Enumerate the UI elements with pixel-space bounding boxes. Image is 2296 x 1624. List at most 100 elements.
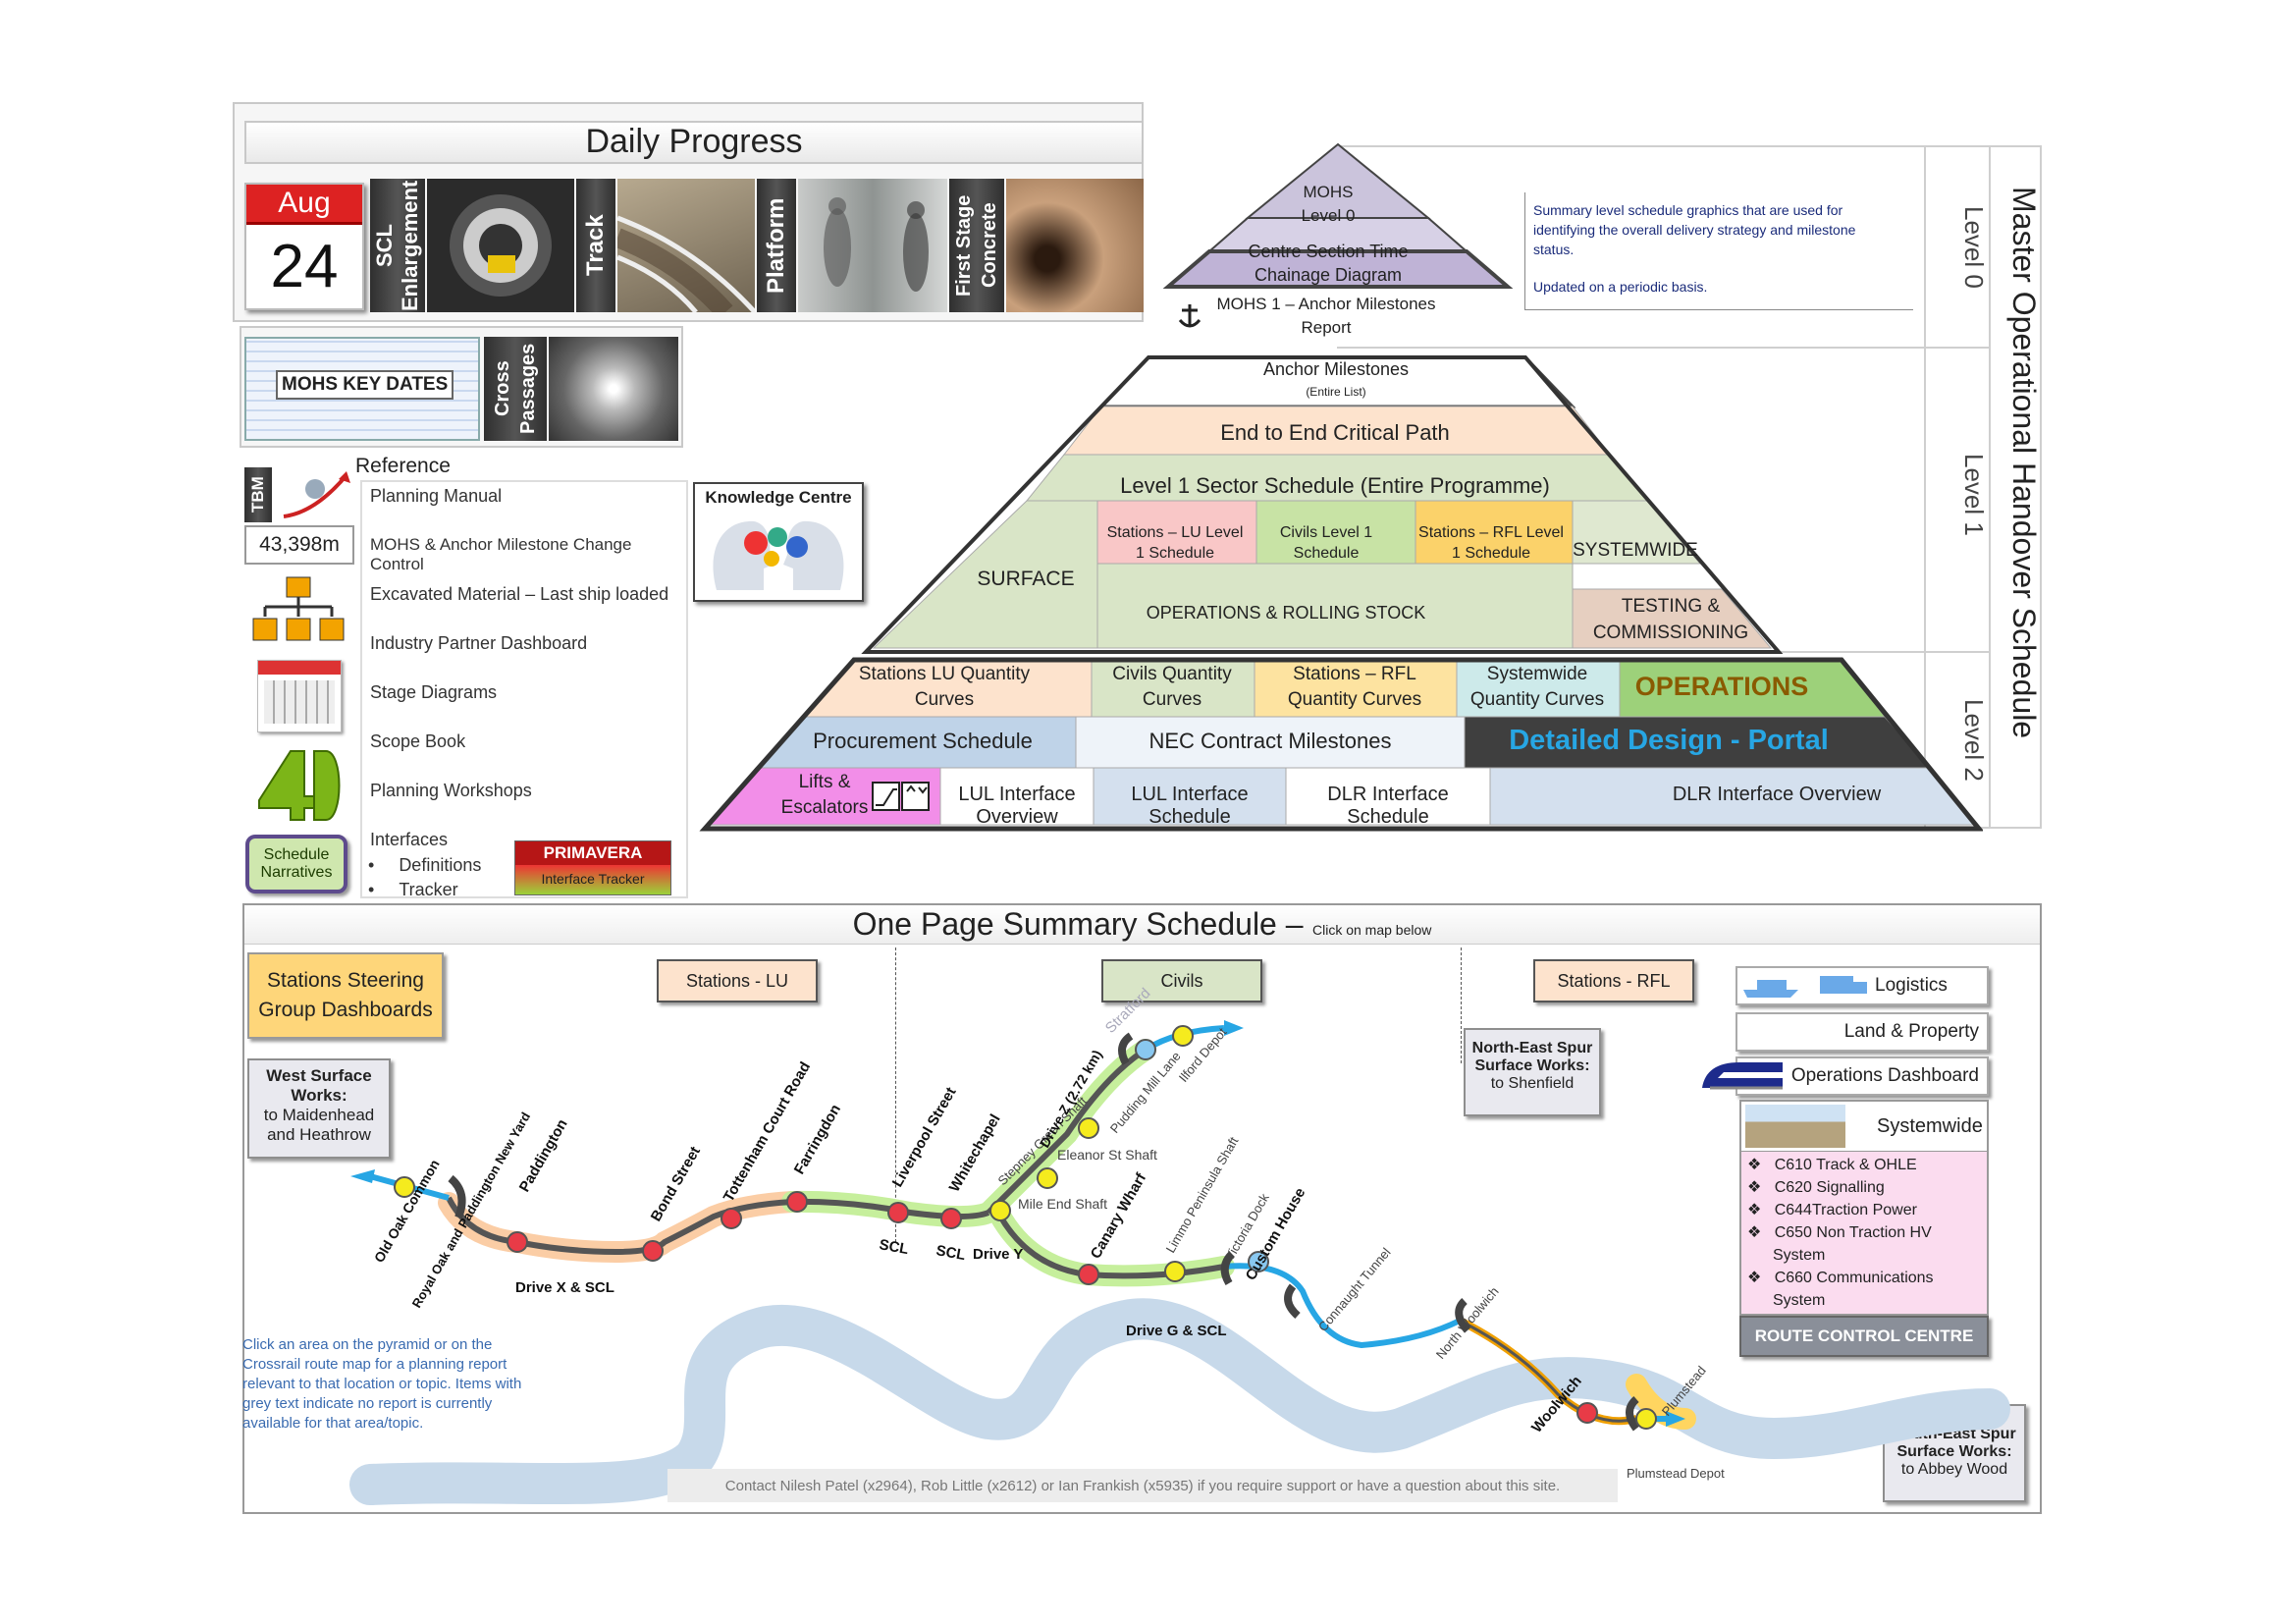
daily-progress-title: Daily Progress: [244, 121, 1144, 164]
tbm-value: 43,398m: [244, 525, 354, 565]
stations-steering-button[interactable]: Stations Steering Group Dashboards: [247, 952, 444, 1039]
l2-stations-rfl-curves[interactable]: [1254, 659, 1458, 718]
sw-item-c650[interactable]: ❖ C650 Non Traction HV System: [1747, 1224, 1932, 1264]
primavera-button[interactable]: PRIMAVERA Interface Tracker: [514, 840, 671, 895]
lbl-scl-2[interactable]: SCL: [934, 1242, 966, 1264]
stations-lu-button[interactable]: Stations - LU: [657, 959, 818, 1002]
t-centre-section: Centre Section Time Chainage Diagram: [1248, 242, 1409, 285]
cross-passages-photo[interactable]: [549, 337, 678, 441]
route-central: [791, 1198, 990, 1219]
lbl-old-oak[interactable]: Old Oak Common: [371, 1157, 443, 1265]
knowledge-centre-button[interactable]: Knowledge Centre: [693, 482, 864, 602]
pyramid-note: Summary level schedule graphics that are…: [1524, 192, 1913, 310]
people-silhouette-icon: [824, 197, 929, 292]
systemwide-panel[interactable]: Systemwide ❖ C610 Track & OHLE ❖ C620 Si…: [1739, 1100, 1989, 1316]
lbl-limmo: Limmo Peninsula Shaft: [1163, 1134, 1242, 1256]
ship-truck-icon: [1743, 976, 1867, 998]
tbm-label: TBM: [244, 467, 272, 522]
train-icon: [1700, 1058, 1783, 1094]
ref-tracker[interactable]: • Tracker: [368, 880, 458, 899]
scl-enlargement-tile[interactable]: SCL Enlargement: [370, 179, 425, 312]
cross-passages-tile[interactable]: Cross Passages: [484, 337, 547, 441]
track-photo[interactable]: [617, 179, 755, 312]
first-stage-concrete-photo[interactable]: [1006, 179, 1144, 312]
l2-lul-schedule[interactable]: [1093, 767, 1287, 826]
lbl-north-woolwich: North Woolwich: [1433, 1284, 1502, 1362]
t-civils-curves: Civils Quantity Curves: [1112, 664, 1232, 710]
scl-enlargement-photo[interactable]: [427, 179, 574, 312]
level-0-label: Level 0: [1959, 206, 1989, 289]
stage-calendar-icon[interactable]: [257, 660, 342, 732]
level-column: [1924, 145, 1991, 829]
mohs-key-dates-thumb[interactable]: MOHS KEY DATES: [244, 337, 480, 441]
ref-scope-book[interactable]: Scope Book: [370, 731, 466, 751]
sw-item-c620[interactable]: ❖ C620 Signalling: [1747, 1179, 1885, 1196]
t-critical-path: End to End Critical Path: [1220, 420, 1450, 445]
track-tile[interactable]: Track: [576, 179, 615, 312]
arrow-se: [1666, 1411, 1685, 1427]
logistics-button[interactable]: Logistics: [1735, 966, 1989, 1005]
help-text: Click an area on the pyramid or on the C…: [242, 1336, 522, 1432]
lbl-whitechapel[interactable]: Whitechapel: [946, 1111, 1004, 1195]
l0-anchor-report[interactable]: [1162, 249, 1514, 289]
ref-excavated-material[interactable]: Excavated Material – Last ship loaded: [370, 584, 669, 604]
t-lul-overview: LUL Interface Overview: [958, 784, 1076, 828]
lbl-bond-street[interactable]: Bond Street: [648, 1144, 704, 1224]
schedule-narratives-button[interactable]: Schedule Narratives: [245, 835, 347, 893]
calendar-icon[interactable]: Aug 24: [244, 183, 364, 310]
t-dlr-overview: DLR Interface Overview: [1672, 784, 1882, 805]
sw-item-c610[interactable]: ❖ C610 Track & OHLE: [1747, 1157, 1917, 1173]
lbl-liverpool-street[interactable]: Liverpool Street: [889, 1085, 960, 1190]
stations-rfl-button[interactable]: Stations - RFL: [1533, 959, 1694, 1002]
civils-button[interactable]: Civils: [1101, 959, 1262, 1002]
escalator-icon: [872, 782, 931, 811]
lbl-drive-g[interactable]: Drive G & SCL: [1126, 1323, 1227, 1339]
sw-item-c660[interactable]: ❖ C660 Communications System: [1747, 1270, 1934, 1309]
heads-gears-icon: [713, 520, 844, 590]
lbl-farringdon[interactable]: Farringdon: [791, 1102, 844, 1177]
platform-photo[interactable]: [798, 179, 947, 312]
tbm-chart-icon[interactable]: [276, 467, 354, 522]
lbl-drive-y[interactable]: Drive Y: [973, 1246, 1023, 1263]
lbl-eleanor: Eleanor St Shaft: [1057, 1147, 1157, 1163]
west-surface-box[interactable]: West Surface Works: to Maidenhead and He…: [247, 1058, 391, 1159]
station-markers[interactable]: [394, 1025, 1657, 1430]
summary-header: One Page Summary Schedule – Click on map…: [244, 905, 2040, 945]
ref-change-control[interactable]: MOHS & Anchor Milestone Change Control: [370, 535, 632, 573]
pyramid-svg: [699, 142, 1983, 832]
ref-definitions[interactable]: • Definitions: [368, 855, 482, 875]
land-property-button[interactable]: Land & Property: [1735, 1012, 1989, 1052]
level-2-label: Level 2: [1959, 699, 1989, 782]
ref-planning-manual[interactable]: Planning Manual: [370, 486, 503, 506]
arrow-ne: [1224, 1020, 1244, 1036]
route-control-centre-button[interactable]: ROUTE CONTROL CENTRE: [1739, 1316, 1989, 1357]
ref-stage-diagrams[interactable]: Stage Diagrams: [370, 682, 498, 702]
4d-icon[interactable]: [255, 741, 346, 824]
t-testing: TESTING & COMMISSIONING: [1592, 596, 1749, 643]
org-chart-icon[interactable]: [251, 575, 346, 650]
l1-outline: [861, 355, 1784, 654]
ref-planning-workshops[interactable]: Planning Workshops: [370, 781, 532, 800]
t-systemwide-curves: Systemwide Quantity Curves: [1469, 664, 1605, 710]
north-east-spur-box[interactable]: North-East Spur Surface Works: to Shenfi…: [1464, 1028, 1601, 1116]
lbl-tcr[interactable]: Tottenham Court Road: [721, 1059, 814, 1205]
l1-ops-rolling-stock[interactable]: [1096, 563, 1574, 649]
t-sector-schedule: Level 1 Sector Schedule (Entire Programm…: [1120, 473, 1550, 498]
l2-dlr-schedule[interactable]: [1285, 767, 1491, 826]
l1-stations-rfl[interactable]: [1415, 500, 1574, 565]
l1-testing[interactable]: [1572, 588, 1773, 649]
ref-industry-partner[interactable]: Industry Partner Dashboard: [370, 633, 588, 653]
lbl-drive-x[interactable]: Drive X & SCL: [515, 1279, 614, 1296]
lbl-canary-wharf[interactable]: Canary Wharf: [1088, 1169, 1150, 1262]
l1-civils[interactable]: [1255, 500, 1416, 565]
lbl-scl-1[interactable]: SCL: [878, 1236, 909, 1258]
l1-stations-lu[interactable]: [1096, 500, 1257, 565]
l2-outline: [699, 657, 1983, 832]
level-1-label: Level 1: [1959, 454, 1989, 536]
t-stations-rfl-l1: Stations – RFL Level 1 Schedule: [1418, 524, 1564, 562]
river-thames: [349, 1298, 2010, 1505]
lbl-stratford[interactable]: Stratford: [1102, 985, 1154, 1037]
sw-item-c644[interactable]: ❖ C644Traction Power: [1747, 1202, 1917, 1218]
ref-interfaces[interactable]: Interfaces: [370, 830, 449, 849]
l2-lul-overview[interactable]: [939, 767, 1095, 826]
